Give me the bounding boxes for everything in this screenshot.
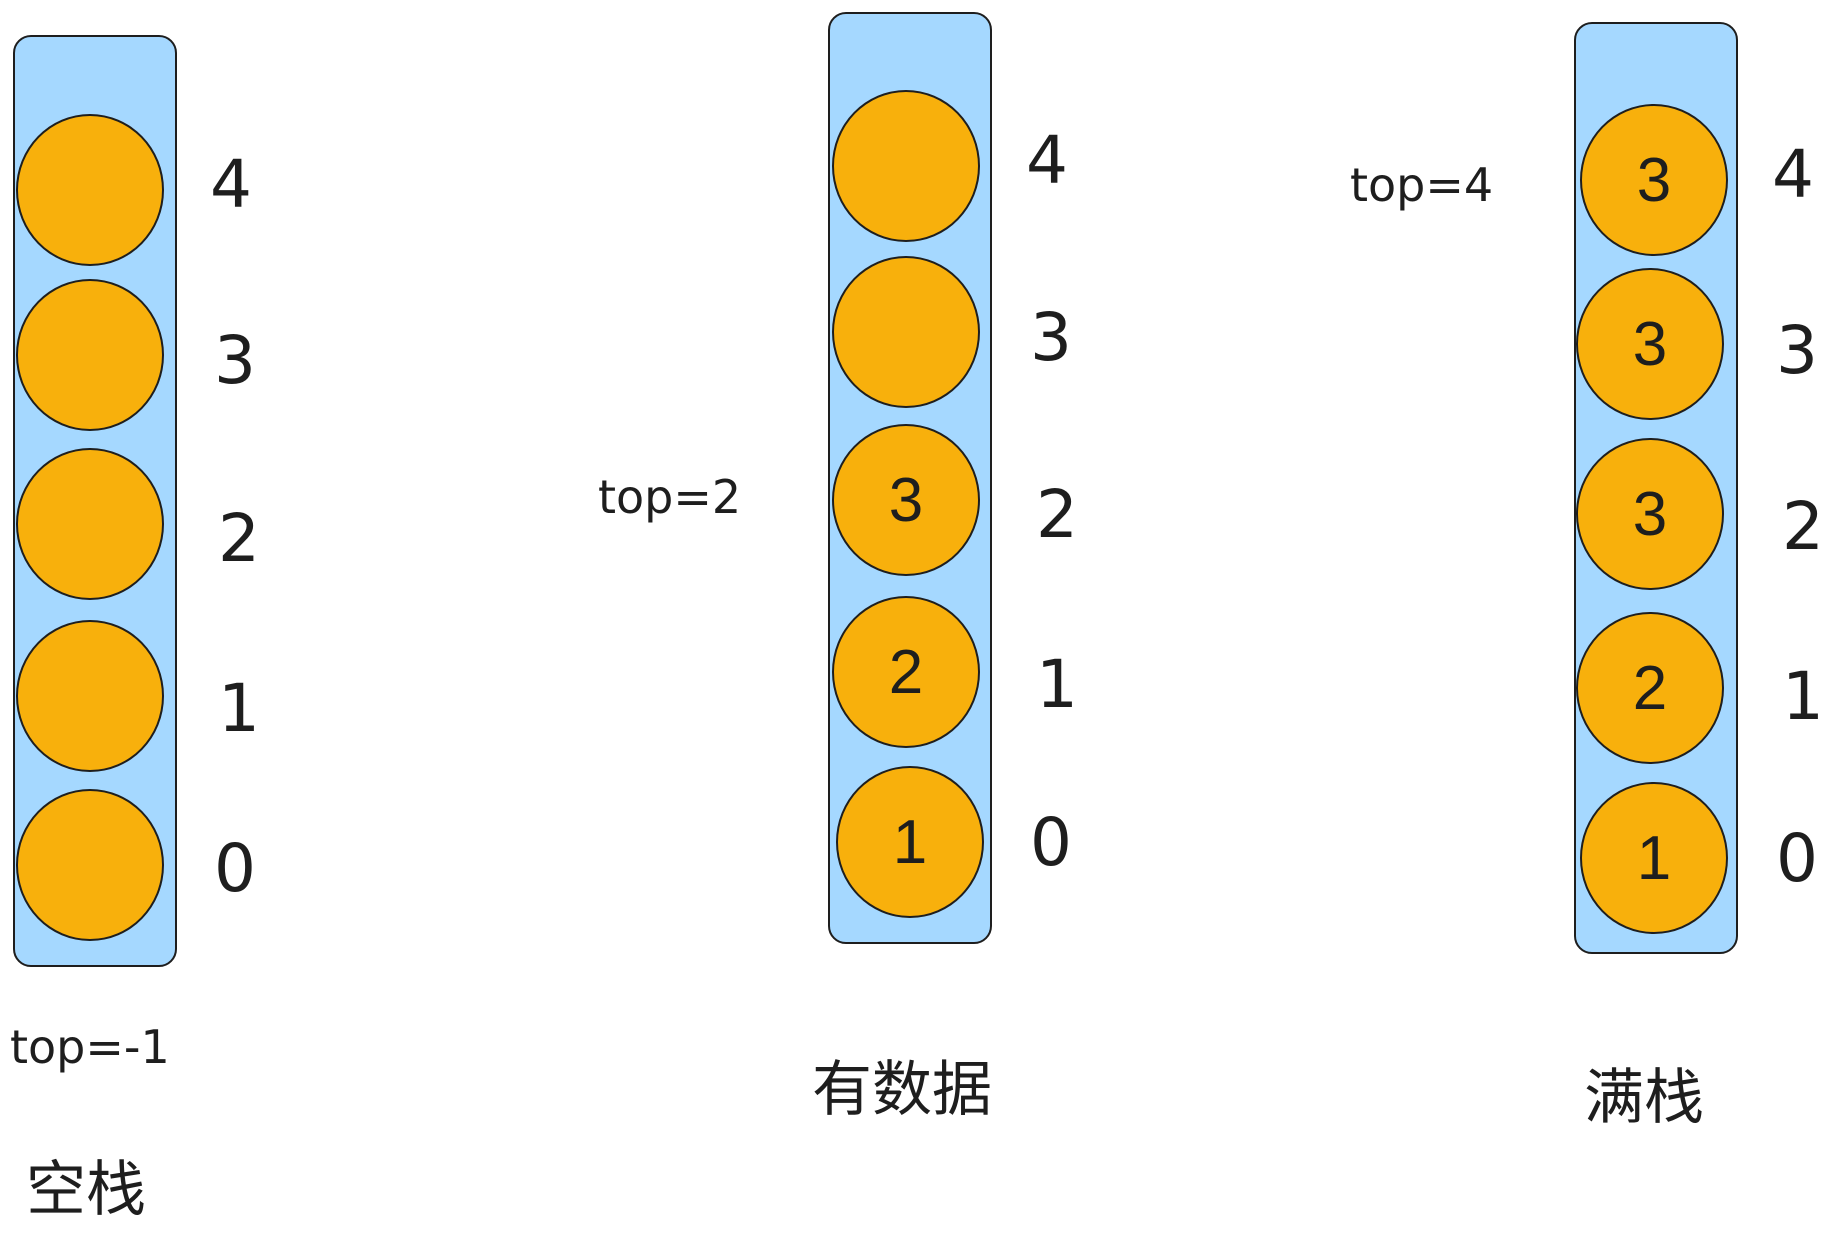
full-stack-index-3: 3 — [1776, 312, 1818, 389]
partial-stack-slot-2: 3 — [832, 424, 980, 576]
full-stack-slot-2: 3 — [1576, 438, 1724, 590]
empty-stack-index-4: 4 — [210, 146, 252, 223]
empty-stack-slot-1 — [16, 620, 164, 772]
partial-stack-slot-1: 2 — [832, 596, 980, 748]
partial-stack-slot-0: 1 — [836, 766, 984, 918]
partial-stack-slot-4 — [832, 90, 980, 242]
empty-stack-caption: 空栈 — [26, 1155, 146, 1225]
partial-stack-index-4: 4 — [1026, 122, 1068, 199]
partial-stack-slot-3 — [832, 256, 980, 408]
empty-stack-slot-2 — [16, 448, 164, 600]
full-stack-index-4: 4 — [1772, 136, 1814, 213]
empty-stack-index-1: 1 — [218, 670, 260, 747]
partial-stack-index-3: 3 — [1030, 299, 1072, 376]
empty-stack-index-3: 3 — [214, 322, 256, 399]
full-stack-top-label: top=4 — [1350, 158, 1494, 212]
empty-stack-slot-0 — [16, 789, 164, 941]
empty-stack-slot-4 — [16, 114, 164, 266]
empty-stack-index-0: 0 — [214, 830, 256, 907]
empty-stack-slot-3 — [16, 279, 164, 431]
full-stack-index-2: 2 — [1782, 488, 1824, 565]
partial-stack-index-1: 1 — [1036, 646, 1078, 723]
full-stack-slot-0: 1 — [1580, 782, 1728, 934]
full-stack-slot-3: 3 — [1576, 268, 1724, 420]
full-stack-slot-1: 2 — [1576, 612, 1724, 764]
full-stack-caption: 满栈 — [1584, 1063, 1704, 1133]
partial-stack-index-2: 2 — [1036, 476, 1078, 553]
partial-stack-top-label: top=2 — [598, 470, 742, 524]
full-stack-index-1: 1 — [1782, 658, 1824, 735]
full-stack-slot-4: 3 — [1580, 104, 1728, 256]
empty-stack-index-2: 2 — [218, 500, 260, 577]
partial-stack-caption: 有数据 — [812, 1055, 992, 1125]
full-stack-index-0: 0 — [1776, 820, 1818, 897]
partial-stack-index-0: 0 — [1030, 804, 1072, 881]
empty-stack-top-label: top=-1 — [10, 1020, 170, 1074]
